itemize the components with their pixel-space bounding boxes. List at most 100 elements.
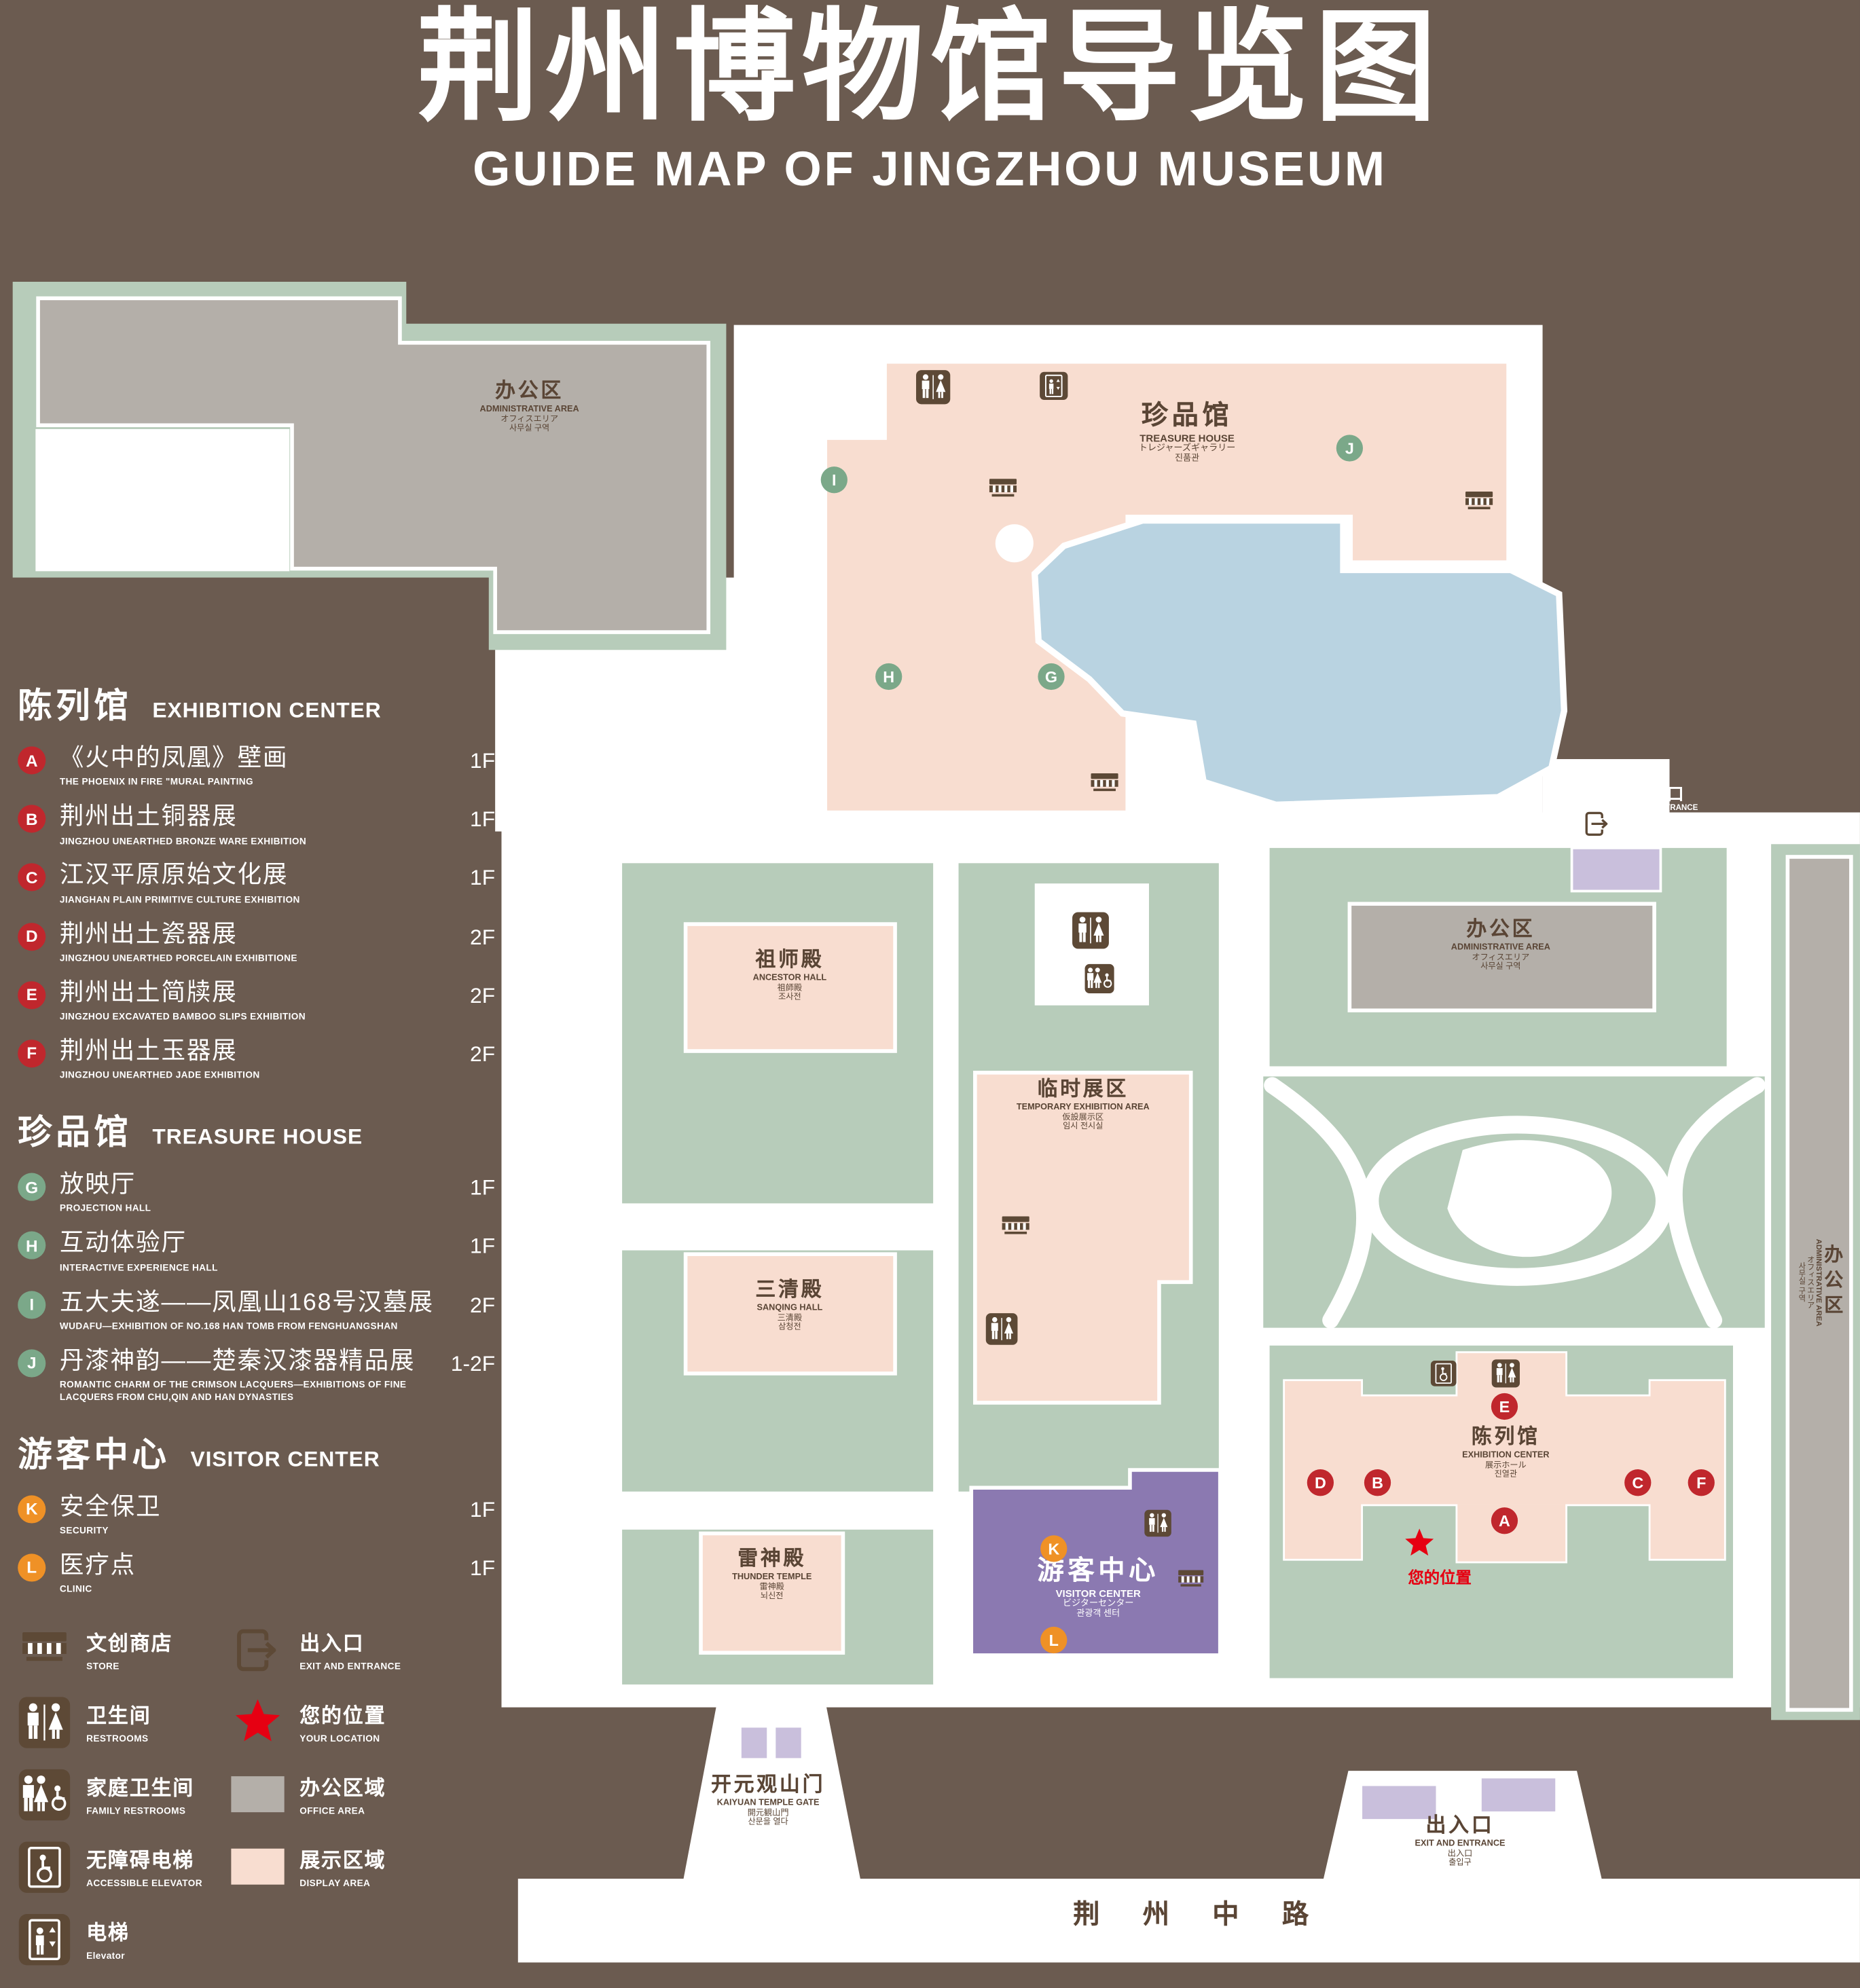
legend-item-text: 《火中的凤凰》壁画 THE PHOENIX IN FIRE "MURAL PAIN… <box>60 745 289 788</box>
map-label-exit-south-ko: 출입구 <box>1448 1858 1472 1868</box>
map-label-sanqing-hall-ko: 삼청전 <box>778 1323 801 1332</box>
map-label-admin-northwest-en: ADMINISTRATIVE AREA <box>479 405 579 414</box>
map-label-admin-northwest-ja: オフィスエリア <box>500 415 559 424</box>
legend-item-zh: 安全保卫 <box>59 1493 162 1521</box>
map-label-admin-east-zh: 办公区 <box>1466 919 1535 941</box>
restroom-icon <box>1144 1509 1172 1537</box>
legend-icon-zh: 办公区域 <box>299 1779 386 1801</box>
legend-item-floor: 2F <box>470 925 496 949</box>
legend-marker-E: E <box>18 980 46 1009</box>
road <box>517 1879 1860 1963</box>
map-label-thunder-temple-en: THUNDER TEMPLE <box>732 1572 812 1582</box>
your-location-star-icon <box>1402 1526 1436 1560</box>
map-label-visitor-center-ja: ビジターセンター <box>1062 1599 1134 1608</box>
legend-icon-row-accessible-elevator: 无障碍电梯 ACCESSIBLE ELEVATOR <box>18 1830 231 1903</box>
legend-item-zh: 《火中的凤凰》壁画 <box>59 745 289 772</box>
legend-icon-zh: 无障碍电梯 <box>86 1851 195 1873</box>
map-marker-F: F <box>1688 1469 1715 1496</box>
map-marker-B: B <box>1364 1469 1391 1496</box>
park-pond <box>1447 1140 1612 1257</box>
page-title: 荆州博物馆导览图 <box>417 0 1443 136</box>
legend-icon-en: Elevator <box>86 1949 125 1962</box>
map-label-visitor-center-ko: 관광객 센터 <box>1076 1609 1120 1619</box>
legend-marker-D: D <box>18 922 46 951</box>
legend-section-title-zh: 珍品馆 <box>18 1113 132 1152</box>
plaza-circle <box>995 524 1034 563</box>
map-label-exit-south-en: EXIT AND ENTRANCE <box>1415 1839 1506 1849</box>
legend-item-text: 荆州出土玉器展 JINGZHOU UNEARTHED JADE EXHIBITIO… <box>60 1038 260 1082</box>
legend-marker-I: I <box>18 1290 46 1319</box>
map-label-ancestor-hall-ko: 조사전 <box>778 993 801 1002</box>
legend-item-en: CLINIC <box>59 1583 92 1595</box>
map-label-exit-east-ko: 출입구 <box>1646 822 1668 830</box>
legend-item-zh: 荆州出土铜器展 <box>59 803 238 831</box>
map-label-admin-east-ja: オフィスエリア <box>1472 953 1530 963</box>
legend-icon-en: OFFICE AREA <box>299 1805 365 1817</box>
legend-item-en: JINGZHOU UNEARTHED BRONZE WARE EXHIBITIO… <box>59 834 307 847</box>
page-subtitle: GUIDE MAP OF JINGZHOU MUSEUM <box>473 143 1387 197</box>
map-label-exit-east-en: EXIT AND ENTRANCE <box>1616 804 1698 813</box>
parcel-admin-northwest <box>12 282 727 650</box>
legend-section-title-en: VISITOR CENTER <box>190 1446 380 1471</box>
store-icon <box>1088 768 1121 801</box>
building-sanqing-hall <box>683 1252 897 1376</box>
restroom-icon <box>915 369 951 405</box>
map-label-sanqing-hall-ja: 三清殿 <box>777 1313 803 1323</box>
legend-item-zh: 互动体验厅 <box>59 1230 187 1257</box>
map-label-sanqing-hall-zh: 三清殿 <box>755 1279 824 1302</box>
map-marker-G: G <box>1038 663 1065 691</box>
legend-item-I: I 五大夫遂——凤凰山168号汉墓展 WUDAFU—EXHIBITION OF NO… <box>18 1289 498 1333</box>
map-label-kaiyuan-gate-en: KAIYUAN TEMPLE GATE <box>716 1799 820 1808</box>
legend-icon-zh: 您的位置 <box>299 1706 386 1729</box>
legend-item-en: JINGZHOU UNEARTHED JADE EXHIBITION <box>59 1069 260 1081</box>
legend-item-floor: 2F <box>470 983 496 1008</box>
legend-item-floor: 1-2F <box>450 1351 496 1376</box>
map-label-admin-east-en: ADMINISTRATIVE AREA <box>1451 943 1550 953</box>
legend-item-en: INTERACTIVE EXPERIENCE HALL <box>59 1261 218 1273</box>
legend-icon-zh: 文创商店 <box>86 1634 173 1656</box>
legend-item-zh: 荆州出土玉器展 <box>59 1038 238 1065</box>
map-label-admin-northwest-zh: 办公区 <box>495 380 564 403</box>
map-label-exhibition-center-ja: 展示ホール <box>1484 1460 1527 1470</box>
legend-item-en: PROJECTION HALL <box>59 1202 151 1215</box>
map-label-temporary-exhibition-zh: 临时展区 <box>1037 1079 1129 1101</box>
map-label-exit-east-ja: 出入口 <box>1645 813 1668 821</box>
map-marker-E: E <box>1491 1393 1518 1420</box>
legend-item-floor: 2F <box>470 1042 496 1067</box>
legend-item-en: JINGZHOU EXCAVATED BAMBOO SLIPS EXHIBITI… <box>59 1010 306 1023</box>
map-marker-H: H <box>875 663 902 691</box>
legend-item-floor: 1F <box>470 866 496 891</box>
map-label-treasure-house-ko: 진품관 <box>1174 454 1200 464</box>
legend-icon-text: 办公区域 OFFICE AREA <box>299 1771 386 1818</box>
legend-marker-C: C <box>18 864 46 892</box>
legend-icon-en: ACCESSIBLE ELEVATOR <box>86 1877 202 1889</box>
legend-item-zh: 五大夫遂——凤凰山168号汉墓展 <box>59 1289 434 1316</box>
legend-item-en: THE PHOENIX IN FIRE "MURAL PAINTING <box>59 775 253 788</box>
legend-marker-L: L <box>18 1553 46 1582</box>
legend-item-en: WUDAFU—EXHIBITION OF NO.168 HAN TOMB FRO… <box>59 1320 398 1331</box>
legend-item-floor: 1F <box>470 1175 496 1200</box>
store-icon <box>1175 1565 1206 1596</box>
entrance-structures <box>739 847 1662 1822</box>
legend-marker-A: A <box>18 746 46 775</box>
legend-marker-H: H <box>18 1232 46 1260</box>
map-label-exit-south-zh: 出入口 <box>1425 1815 1495 1837</box>
